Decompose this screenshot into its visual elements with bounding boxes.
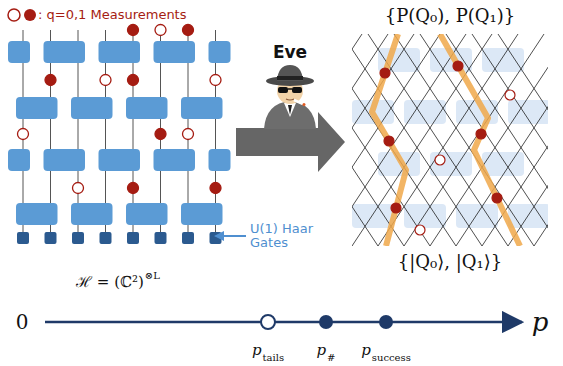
gate bbox=[209, 149, 231, 171]
spy-icon bbox=[264, 65, 316, 129]
measurement bbox=[415, 225, 425, 235]
measurement bbox=[128, 25, 139, 36]
measurement bbox=[380, 68, 390, 78]
measurement bbox=[183, 25, 194, 36]
superscript: ⊗L bbox=[145, 270, 160, 281]
threshold-symbol: p bbox=[252, 342, 262, 359]
point-hollow bbox=[261, 315, 275, 329]
qubit-site bbox=[155, 232, 167, 244]
qubit-site bbox=[127, 232, 139, 244]
gate-label: U(1) Haar Gates bbox=[250, 222, 320, 251]
gate bbox=[154, 149, 196, 171]
threshold-symbol: p bbox=[361, 342, 371, 359]
measurement bbox=[384, 136, 394, 146]
faded-gate bbox=[430, 152, 472, 176]
gate bbox=[181, 203, 223, 225]
subscript: tails bbox=[263, 352, 285, 363]
gate bbox=[16, 203, 58, 225]
gate bbox=[99, 149, 141, 171]
cone-line bbox=[420, 34, 548, 246]
legend-text: : q=0,1 Measurements bbox=[38, 7, 186, 22]
cone-line bbox=[430, 34, 548, 246]
legend-hollow-circle bbox=[8, 9, 20, 21]
cone-line bbox=[534, 34, 548, 246]
circuit bbox=[8, 25, 231, 245]
qubit-site bbox=[45, 232, 57, 244]
gate bbox=[126, 203, 168, 225]
point-filled bbox=[379, 315, 393, 329]
measurement bbox=[128, 183, 139, 194]
axis-variable: p bbox=[532, 308, 549, 337]
cone-line bbox=[404, 34, 544, 246]
cone-line bbox=[352, 34, 492, 246]
qubit-site bbox=[100, 232, 112, 244]
cone-line bbox=[394, 34, 534, 246]
state-set: {|Q₀⟩, |Q₁⟩} bbox=[398, 252, 502, 272]
gate bbox=[181, 97, 223, 119]
measurement bbox=[476, 129, 486, 139]
measurement bbox=[100, 75, 111, 86]
cone-line bbox=[352, 34, 378, 246]
axis-line bbox=[45, 321, 522, 324]
light-cone-panel bbox=[4, 34, 563, 246]
cone-line bbox=[378, 34, 518, 246]
gate bbox=[71, 97, 113, 119]
measurement bbox=[155, 25, 166, 36]
gate bbox=[8, 149, 30, 171]
measurement bbox=[492, 193, 502, 203]
cone-line bbox=[352, 34, 456, 246]
gate bbox=[16, 97, 58, 119]
gate bbox=[154, 41, 196, 63]
gate bbox=[44, 41, 86, 63]
subscript: success bbox=[372, 352, 411, 363]
measurement bbox=[210, 183, 221, 194]
trajectory bbox=[372, 34, 406, 246]
pointer-head bbox=[214, 231, 224, 241]
measurement bbox=[391, 203, 401, 213]
subscript: # bbox=[327, 352, 335, 363]
measurement bbox=[73, 183, 84, 194]
threshold-symbol: p bbox=[317, 342, 327, 359]
qubit-site bbox=[17, 232, 29, 244]
cone-line bbox=[368, 34, 508, 246]
gate bbox=[126, 97, 168, 119]
measurement bbox=[210, 75, 221, 86]
cone-line bbox=[482, 34, 548, 246]
gate bbox=[44, 149, 86, 171]
legend-filled-circle bbox=[24, 9, 36, 21]
gate bbox=[99, 41, 141, 63]
faded-gate bbox=[482, 48, 524, 72]
faded-gate bbox=[482, 152, 524, 176]
measurement bbox=[183, 129, 194, 140]
qubit-site bbox=[182, 232, 194, 244]
measurement bbox=[505, 90, 515, 100]
eve-label: Eve bbox=[273, 43, 307, 62]
cone-line bbox=[352, 34, 482, 246]
measurement bbox=[45, 75, 56, 86]
cone-line bbox=[352, 34, 430, 246]
probability-set: {P(Q₀), P(Q₁)} bbox=[385, 6, 516, 26]
hilbert-space: ℋ = (ℂ²) bbox=[76, 274, 144, 291]
measurement bbox=[435, 155, 445, 165]
faded-gate bbox=[508, 100, 548, 124]
measurement bbox=[18, 129, 29, 140]
gate bbox=[209, 41, 231, 63]
measurement bbox=[453, 61, 463, 71]
qubit-site bbox=[72, 232, 84, 244]
cone-line bbox=[472, 34, 548, 246]
trajectory bbox=[440, 34, 520, 246]
measurement bbox=[128, 75, 139, 86]
cone-line bbox=[446, 34, 548, 246]
axis-origin: 0 bbox=[16, 311, 29, 333]
point-filled bbox=[319, 315, 333, 329]
gate bbox=[8, 41, 30, 63]
measurement bbox=[155, 129, 166, 140]
gate bbox=[71, 203, 113, 225]
pointer-line bbox=[222, 235, 246, 237]
